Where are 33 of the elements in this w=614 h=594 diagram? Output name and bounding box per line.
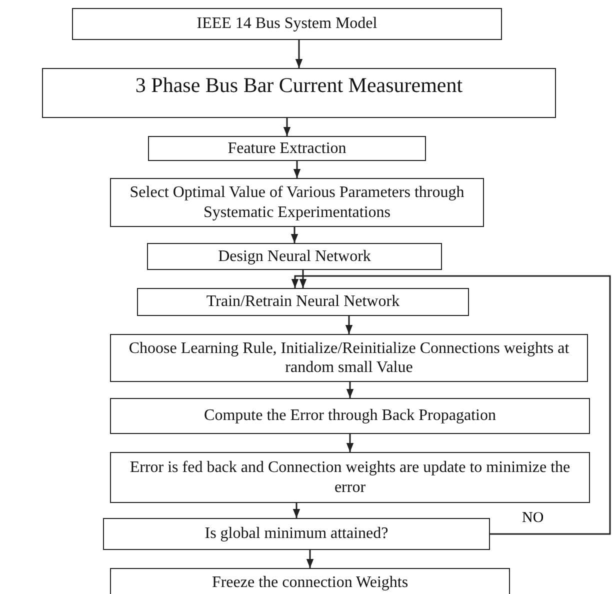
arrow [283,118,291,136]
arrow [299,270,307,288]
arrow [306,550,314,568]
box-text: 3 Phase Bus Bar Current Measurement [135,73,463,98]
box-text: Error is fed back and Connection weights are update to minimize the error [128,458,572,497]
process-box [110,568,510,594]
box-text: Is global minimum attained? [204,524,388,544]
box-text: IEEE 14 Bus System Model [196,14,378,34]
arrow [345,316,353,334]
process-box [110,452,590,503]
arrow [290,227,298,243]
box-text: Select Optimal Value of Various Parameters through Systematic Experimentations [128,183,466,222]
process-box [110,398,590,434]
arrow [292,503,300,518]
process-box [110,178,484,227]
process-box [147,243,442,270]
arrow [346,382,354,398]
arrow [293,161,301,178]
box-text: Design Neural Network [218,246,371,266]
process-box [42,68,556,118]
box-text: Feature Extraction [228,138,346,158]
arrow [295,40,303,68]
box-text: Freeze the connection Weights [212,573,408,592]
process-box [103,518,490,550]
process-box [148,136,426,161]
box-text: Compute the Error through Back Propagation [204,406,496,426]
process-box [72,8,502,40]
process-box [137,288,469,316]
box-text: Train/Retrain Neural Network [206,292,400,312]
arrow [291,275,611,535]
process-box [110,334,588,382]
arrow [346,434,354,452]
box-text: Choose Learning Rule, Initialize/Reinitialize Connections weights at random small Value [128,338,570,378]
